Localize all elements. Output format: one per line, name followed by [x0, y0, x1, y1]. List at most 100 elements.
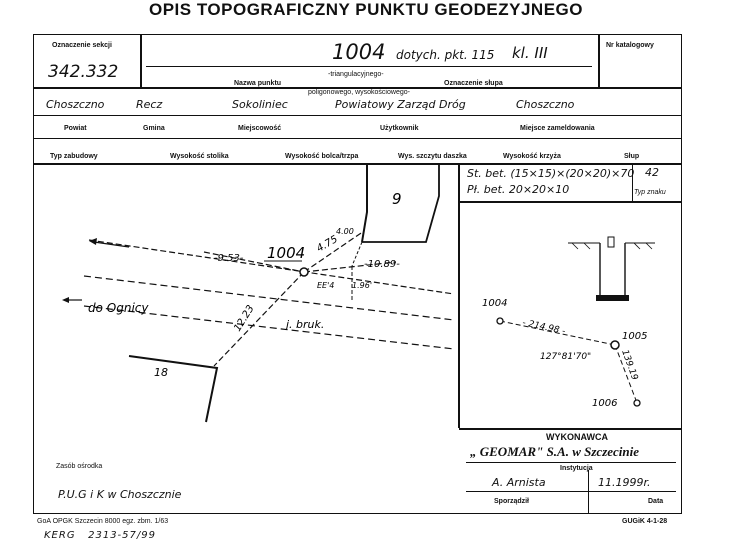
point-name-underline [146, 66, 592, 67]
type-code: 42 [645, 166, 659, 179]
header-divider-right [598, 34, 600, 87]
miejscowosc-label: Miejscowość [238, 125, 282, 132]
point-name-label: Nazwa punktu [234, 80, 282, 87]
print-info: GoA OPGK Szczecin 8000 egz. zbm. 1/63 [37, 518, 169, 525]
point-label: 1004 [267, 244, 305, 262]
stolik-label: Wysokość stolika [170, 153, 229, 160]
gmina-value: Recz [136, 98, 163, 111]
bolca-label: Wysokość bolca/trzpa [285, 153, 359, 160]
location-underline [33, 115, 682, 116]
network-label-1004: 1004 [482, 298, 507, 309]
location-sketch: 9 1004 -9.53- 4.75 -10.89- 4.00 EE'4 1.9… [62, 164, 455, 423]
footer-top-line [459, 428, 682, 430]
type-line-1: -triangulacyjnego- [328, 71, 384, 78]
register-number: KERG 2313-57/99 [44, 530, 156, 541]
institution-underline [466, 462, 676, 463]
institution-label: Instytucja [560, 465, 593, 472]
author-underline [466, 491, 676, 492]
type-label: Typ znaku [634, 189, 666, 196]
header-bottom-line [33, 87, 682, 89]
pl-bet-spec: Pł. bet. 20×20×10 [467, 183, 570, 196]
point-note: dotych. pkt. 115 [396, 48, 495, 62]
powiat-label: Powiat [64, 125, 87, 132]
parcel-outline [128, 355, 219, 423]
type-box-left [632, 163, 633, 201]
pillar-base [596, 295, 629, 301]
header-divider-left [140, 34, 142, 87]
uzytkownik-value: Powiatowy Zarząd Dróg [335, 98, 466, 111]
section-label: Oznaczenie sekcji [52, 42, 112, 49]
miejscowosc-value: Sokoliniec [232, 98, 288, 111]
dist-down-left: 12.23 [232, 303, 257, 333]
small-measure-1: EE'4 [317, 281, 334, 290]
st-bet-spec: St. bet. (15×15)×(20×20)×70 [467, 167, 635, 180]
road-arrow-line [93, 241, 130, 248]
main-vertical-divider [458, 163, 460, 428]
form-frame [33, 34, 682, 514]
network-dist-1: - 214.98 - [521, 318, 566, 337]
measure-left [203, 251, 305, 273]
parcel-number: 18 [154, 366, 168, 379]
point-1005-network [610, 340, 620, 350]
krzyza-label: Wysokość krzyża [503, 153, 561, 160]
author-name: A. Arnista [492, 476, 546, 489]
author-label: Sporządził [494, 498, 530, 505]
measure-right [303, 261, 397, 273]
point-1004-marker [299, 267, 309, 277]
network-sketch: 1004 1005 1006 - 214.98 - 139.19 127°81'… [482, 236, 655, 409]
date-value: 11.1999r. [598, 476, 651, 489]
miejsce-label: Miejsce zameldowania [520, 125, 595, 132]
dist-left: -9.53- [214, 253, 244, 264]
small-measure-2: 1.96' [352, 281, 372, 290]
storage-value: P.U.G i K w Choszcznie [58, 488, 182, 501]
daszka-label: Wys. szczytu daszka [398, 153, 467, 160]
page-title: OPIS TOPOGRAFICZNY PUNKTU GEODEZYJNEGO [149, 0, 583, 19]
building-outline [361, 164, 368, 243]
point-1004-network [496, 317, 504, 325]
network-line-1 [499, 320, 616, 346]
powiat-value: Choszczno [46, 98, 105, 111]
measure-corner [351, 241, 363, 267]
pillar-top [607, 236, 615, 248]
pillar-hatch-2 [583, 242, 591, 250]
section-value: 342.332 [48, 62, 119, 82]
direction-arrowhead [62, 297, 69, 303]
corner-dist: 4.00 [336, 227, 354, 236]
building-outline-2 [362, 164, 440, 243]
miejsce-value: Choszczno [516, 98, 575, 111]
network-label-1006: 1006 [592, 398, 617, 409]
network-angle: 127°81'70" [540, 352, 591, 362]
uzytkownik-label: Użytkownik [380, 125, 419, 132]
date-label: Data [648, 498, 664, 505]
road-surface: j. bruk. [284, 318, 324, 331]
measure-down-left [213, 271, 305, 367]
location-bottom-line [33, 138, 682, 139]
executor-label: WYKONAWCA [546, 432, 608, 442]
point-number: 1004 [332, 40, 386, 64]
executor-name: „ GEOMAR" S.A. w Szczecinie [470, 444, 640, 459]
road-line-mid [83, 275, 455, 321]
pillar-label: Oznaczenie słupa [444, 80, 503, 87]
dist-up: 4.75 [315, 234, 340, 255]
catalog-label: Nr katalogowy [606, 42, 654, 49]
storage-label: Zasób ośrodka [56, 463, 103, 470]
network-line-2 [614, 344, 638, 404]
point-class: kl. III [512, 44, 548, 62]
doc-code: GUGiK 4-1-28 [622, 518, 668, 525]
gmina-label: Gmina [143, 125, 165, 132]
measure-up [303, 230, 365, 273]
direction-text: do Ognicy [88, 301, 149, 315]
point-1006-network [633, 399, 641, 407]
network-dist-2: 139.19 [619, 349, 639, 382]
dist-right: -10.89- [364, 259, 400, 270]
road-arrowhead [89, 238, 97, 245]
road-line-top [88, 239, 455, 295]
specs-bottom-line [458, 201, 682, 203]
network-label-1005: 1005 [622, 331, 647, 342]
construction-bottom-line [33, 163, 682, 165]
slup-label: Słup [624, 153, 640, 160]
pillar-hatch-1 [571, 242, 579, 250]
pillar-hatch-4 [645, 242, 653, 250]
type-line-2: poligonowego, wysokościowego- [308, 89, 410, 96]
building-number: 9 [392, 190, 402, 208]
